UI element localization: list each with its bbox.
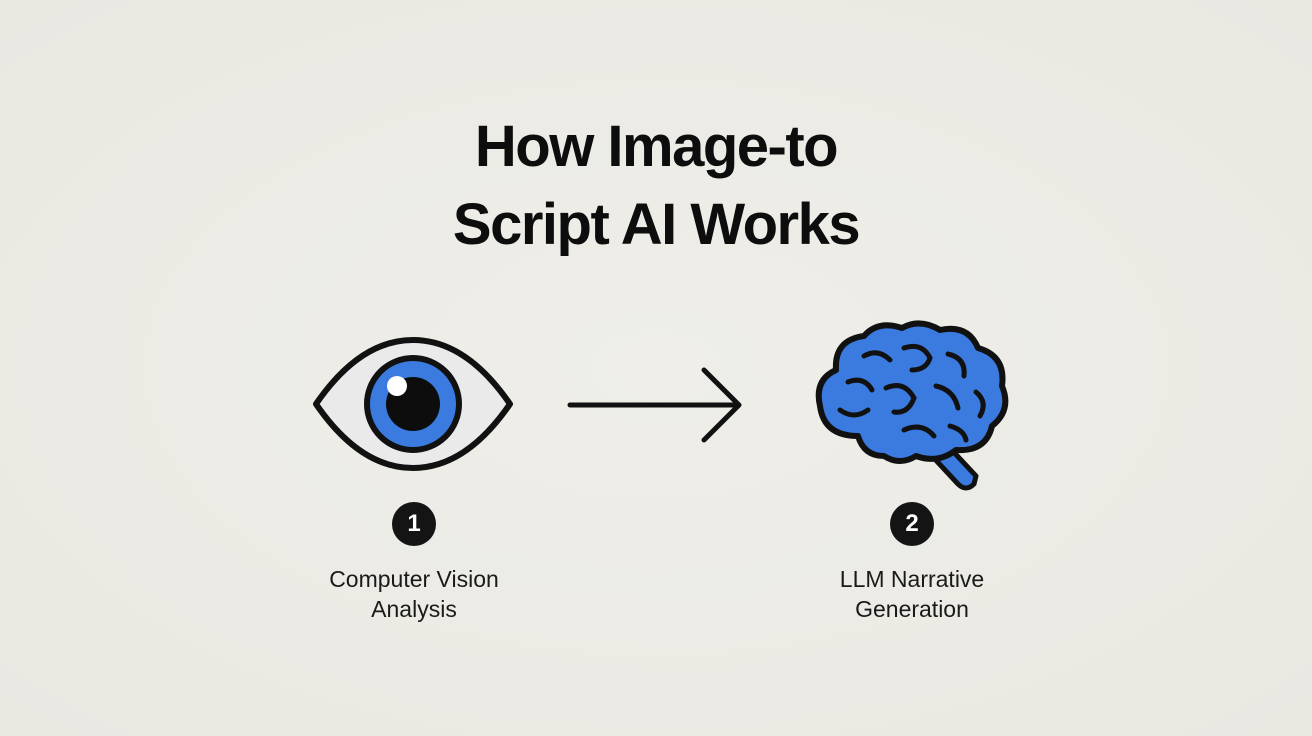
step-2-badge: 2	[890, 502, 934, 546]
title-line-1: How Image-to	[474, 114, 839, 179]
brain-icon	[808, 318, 1014, 494]
step-2-label: LLM Narrative Generation	[782, 564, 1042, 624]
eye-icon	[310, 336, 516, 472]
step-1-label: Computer Vision Analysis	[284, 564, 544, 624]
arrow-right-icon	[566, 364, 746, 446]
step-1-badge: 1	[392, 502, 436, 546]
page-title: How Image-to Script AI Works	[0, 108, 1312, 264]
step-2-label-line-1: LLM Narrative	[839, 566, 985, 592]
title-line-2: Script AI Works	[452, 192, 861, 257]
step-1-label-line-1: Computer Vision	[329, 566, 499, 592]
step-1-label-line-2: Analysis	[371, 596, 457, 622]
step-2-label-line-2: Generation	[855, 596, 969, 622]
